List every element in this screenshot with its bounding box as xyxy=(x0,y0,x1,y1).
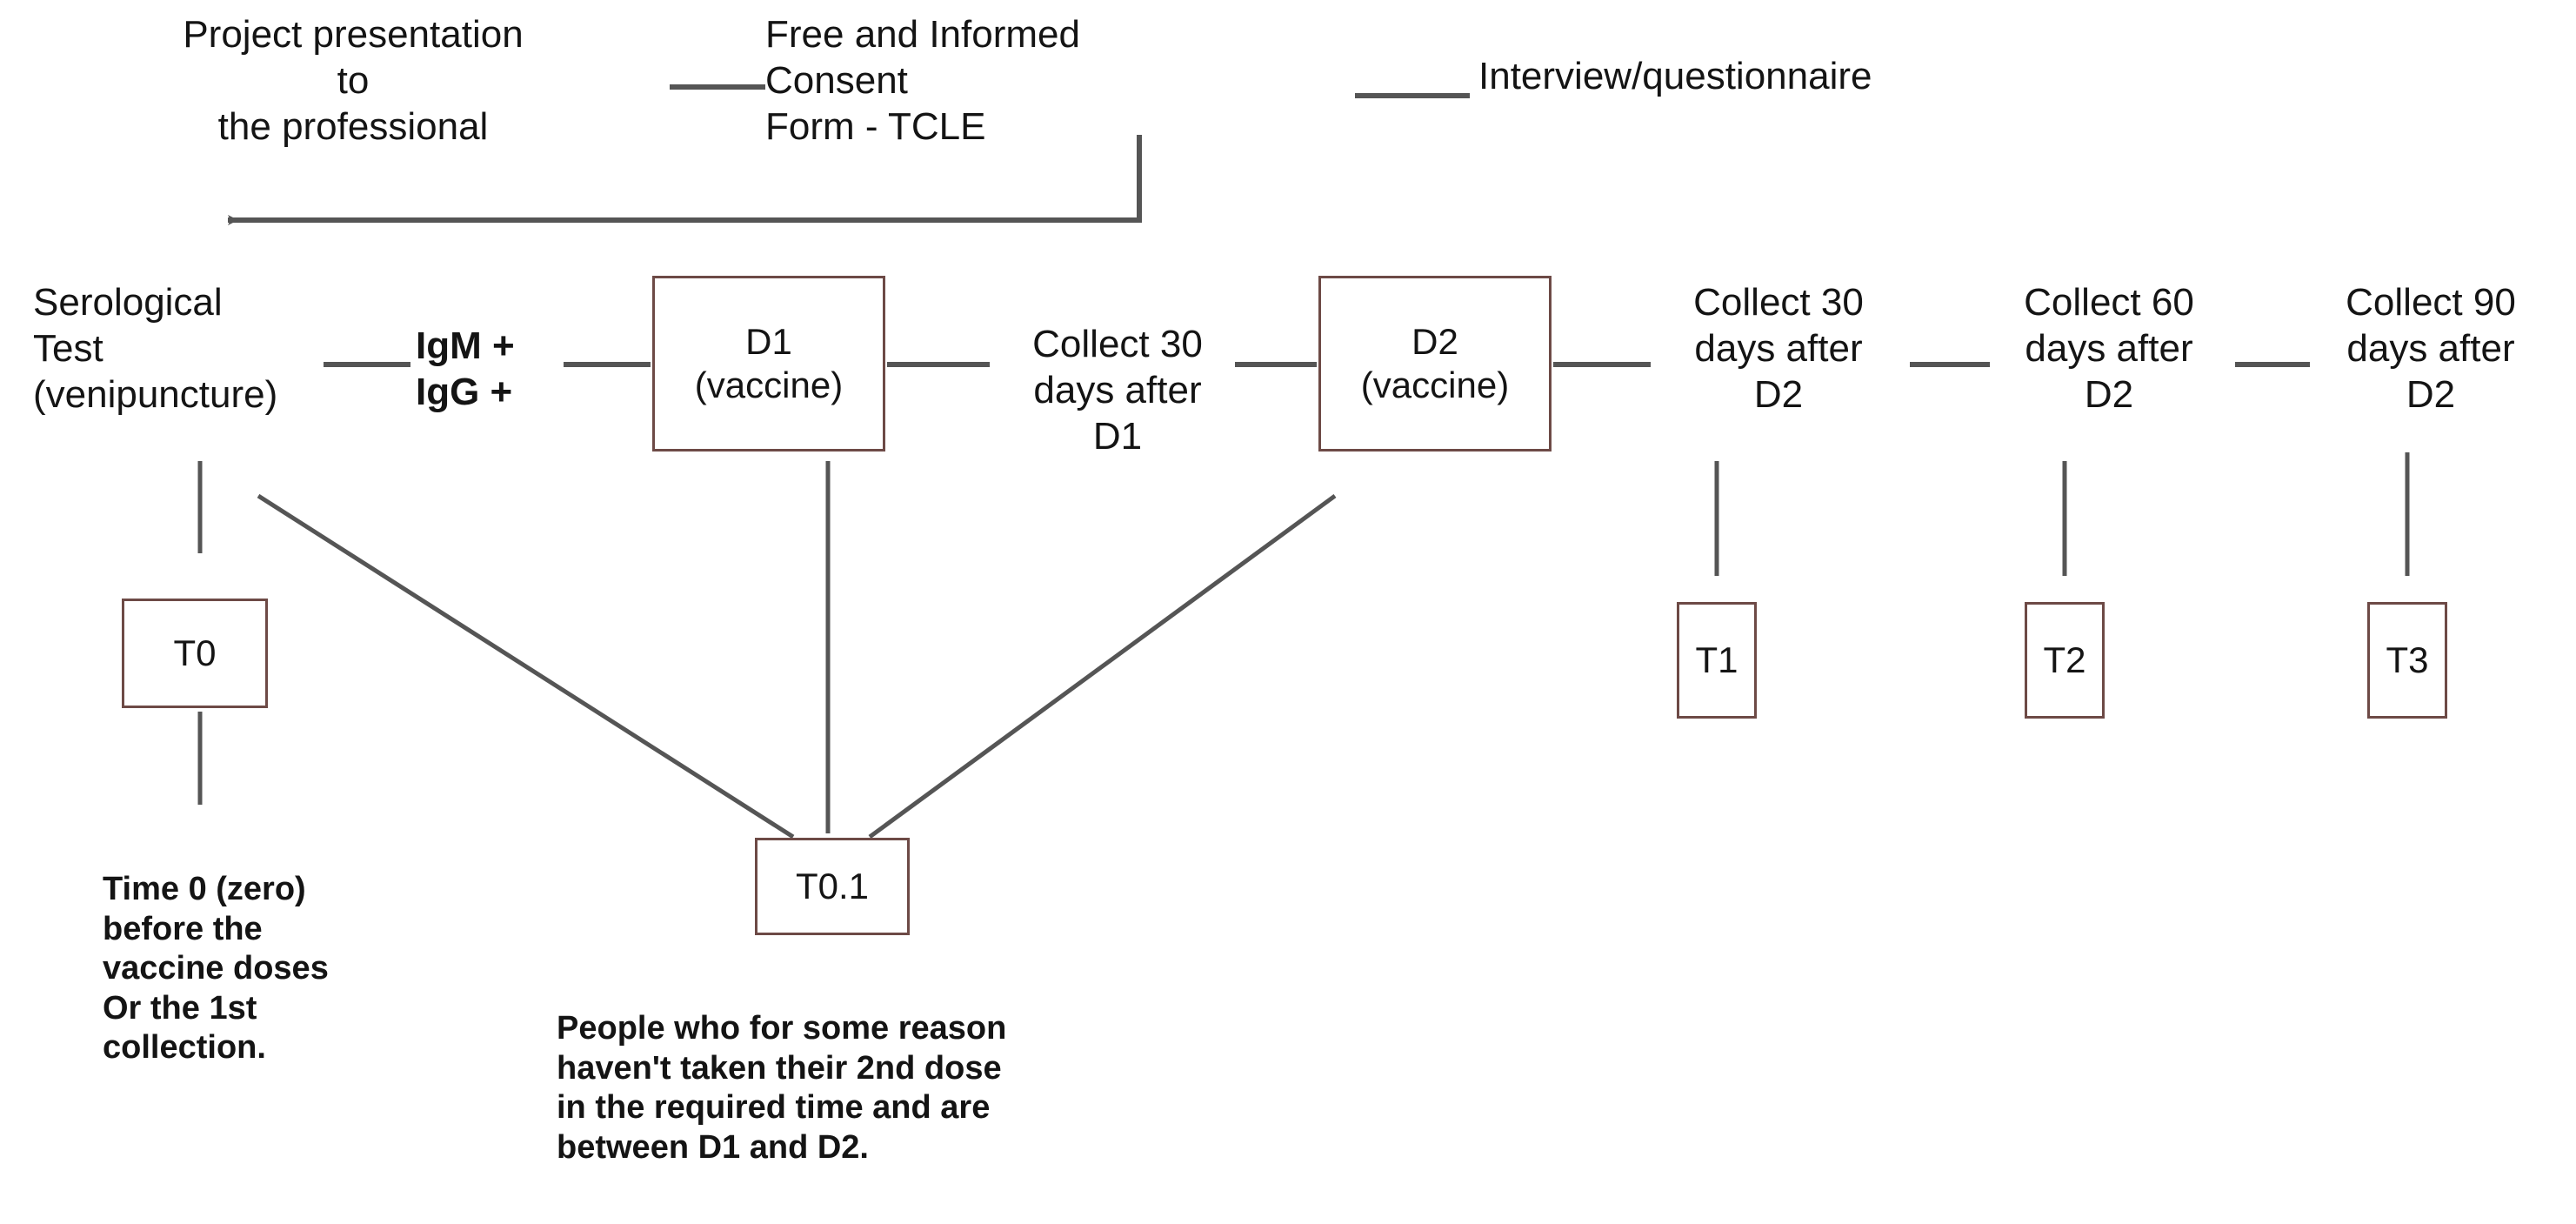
box-d2-label: D2 (vaccine) xyxy=(1360,321,1510,405)
label-collect-30-days-after-d2: Collect 30 days after D2 xyxy=(1693,281,1864,416)
box-d2-vaccine: D2 (vaccine) xyxy=(1318,276,1552,451)
label-igm-igg-positive: IgM + IgG + xyxy=(416,324,515,413)
note-t0-description: Time 0 (zero) before the vaccine doses O… xyxy=(103,871,329,1067)
label-collect-60-days-after-d2: Collect 60 days after D2 xyxy=(2024,281,2194,416)
box-t0-1-label: T0.1 xyxy=(795,866,870,907)
box-t0-label: T0 xyxy=(173,632,217,674)
box-t2-label: T2 xyxy=(2043,639,2086,681)
box-t0-1: T0.1 xyxy=(755,838,910,935)
box-t2: T2 xyxy=(2025,602,2105,719)
label-informed-consent-tcle: Free and Informed Consent Form - TCLE xyxy=(765,13,1080,148)
box-t3-label: T3 xyxy=(2386,639,2429,681)
box-d1-label: D1 (vaccine) xyxy=(694,321,844,405)
label-serological-test: Serological Test (venipuncture) xyxy=(33,281,278,416)
box-t0: T0 xyxy=(122,599,268,708)
label-collect-90-days-after-d2: Collect 90 days after D2 xyxy=(2346,281,2516,416)
label-collect-30-days-after-d1: Collect 30 days after D1 xyxy=(1032,323,1203,458)
box-t1: T1 xyxy=(1677,602,1757,719)
connector-serological-diagonal-t01 xyxy=(257,493,795,839)
box-t1-label: T1 xyxy=(1695,639,1738,681)
label-project-presentation: Project presentation to the professional xyxy=(183,13,524,148)
box-d1-vaccine: D1 (vaccine) xyxy=(652,276,885,451)
connector-d2-diagonal-t01 xyxy=(868,493,1337,839)
note-t0-1-description: People who for some reason haven't taken… xyxy=(557,1010,1007,1166)
box-t3: T3 xyxy=(2367,602,2447,719)
label-interview-questionnaire: Interview/questionnaire xyxy=(1478,55,1872,97)
